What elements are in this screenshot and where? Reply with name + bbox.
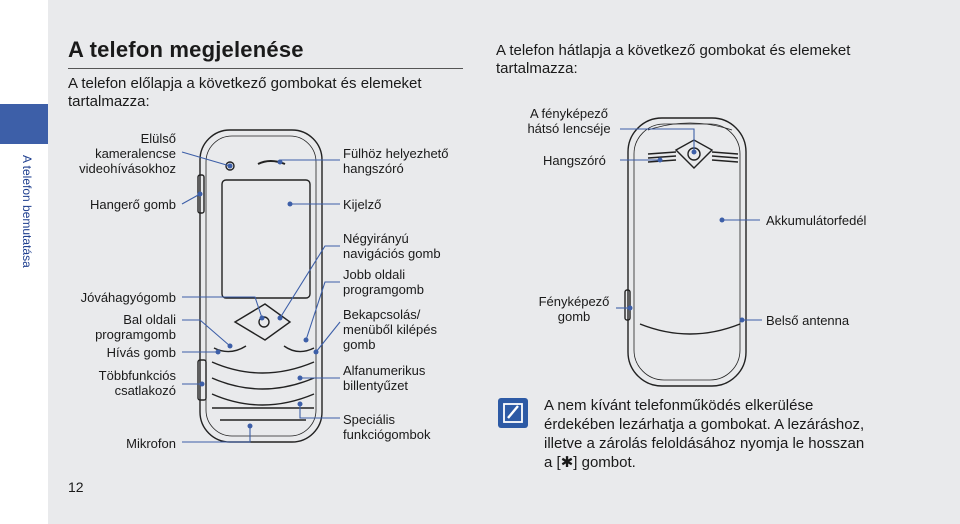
label-display: Kijelző [343,197,382,212]
label-internal-antenna: Belső antenna [766,313,850,328]
label-power-key: Bekapcsolás/ menüből kilépés gomb [343,307,437,352]
note-icon [498,398,528,428]
label-left-softkey: Bal oldali programgomb [95,312,176,342]
title-rule [68,68,463,69]
label-keypad: Alfanumerikus billentyűzet [343,363,426,393]
back-intro: A telefon hátlapja a következő gombokat … [496,42,851,77]
label-front-camera: Elülső kameralencse videohívásokhoz [79,131,176,176]
note-text: A nem kívánt telefonműködés elkerülése é… [544,397,865,471]
section-title: A telefon bemutatása [20,155,34,268]
label-battery-cover: Akkumulátorfedél [766,213,867,228]
label-microphone: Mikrofon [126,436,176,451]
label-confirm-key: Jóváhagyógomb [80,290,176,305]
label-earpiece: Fülhöz helyezhető hangszóró [343,146,449,176]
page-number: 12 [68,479,84,495]
lock-key-icon: ✱ [560,454,574,471]
label-speaker: Hangszóró [543,153,606,168]
page-title: A telefon megjelenése [68,37,304,62]
label-rear-camera: A fényképező hátsó lencséje [527,106,611,136]
front-intro: A telefon előlapja a következő gombokat … [68,75,422,110]
label-right-softkey: Jobb oldali programgomb [343,267,424,297]
label-multifunction-jack: Többfunkciós csatlakozó [98,368,176,398]
label-camera-key: Fényképező gomb [538,294,610,324]
label-call-key: Hívás gomb [106,345,176,360]
label-volume-key: Hangerő gomb [90,197,176,212]
section-tab [0,104,48,144]
side-strip [0,104,48,524]
label-nav-key: Négyirányú navigációs gomb [343,231,441,261]
label-special-keys: Speciális funkciógombok [343,412,431,442]
